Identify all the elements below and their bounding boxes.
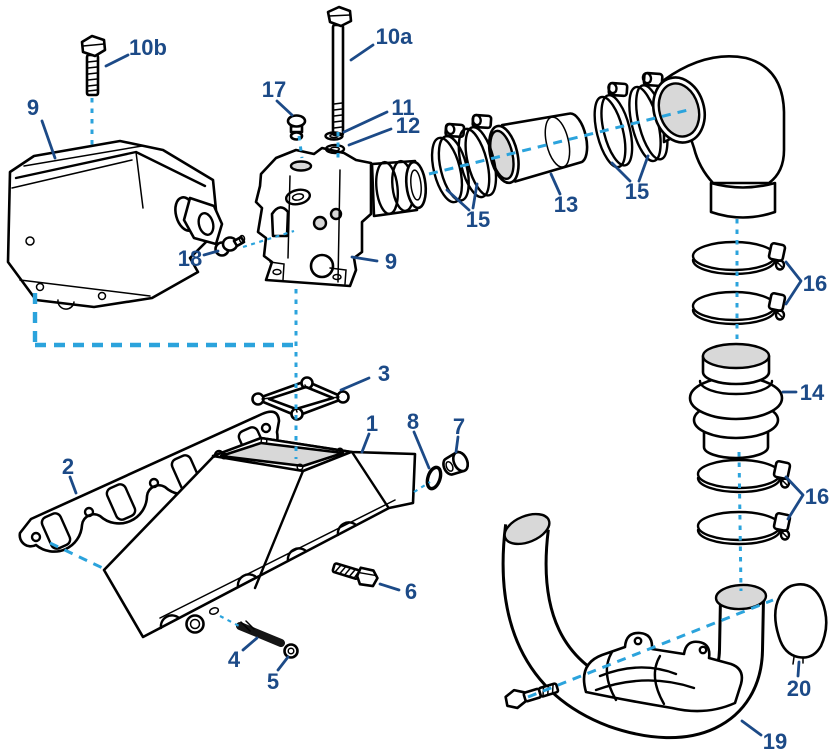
callout-label: 16	[805, 484, 829, 509]
callout-label: 2	[62, 454, 74, 479]
callout-18: 18	[178, 246, 220, 271]
callout-label: 19	[763, 729, 787, 753]
callout-16-upper: 16	[784, 260, 827, 306]
callout-8: 8	[407, 409, 431, 470]
part-10b-bolt	[80, 34, 107, 97]
callout-label: 18	[178, 246, 202, 271]
callout-14: 14	[781, 380, 825, 405]
part-10a-bolt	[326, 5, 353, 137]
callout-4: 4	[228, 636, 259, 672]
callout-1: 1	[360, 411, 378, 454]
callout-label: 8	[407, 409, 419, 434]
part-5-nut	[283, 643, 299, 659]
callout-3: 3	[339, 361, 390, 392]
exhaust-elbow-pipe	[652, 55, 786, 219]
callout-6: 6	[378, 579, 417, 604]
centerline-hose-axis	[428, 108, 689, 176]
callout-10a: 10a	[349, 24, 413, 62]
callout-label: 5	[267, 669, 279, 694]
centerline-stud-4	[219, 615, 240, 627]
callout-label: 15	[466, 207, 490, 232]
part-19-exhaust-pipe	[501, 512, 768, 740]
part-6-bolt	[331, 562, 379, 588]
centerline-fitting-17	[297, 135, 304, 159]
centerline-flange-bolt	[527, 598, 774, 699]
callout-5: 5	[267, 655, 290, 694]
callout-7: 7	[453, 414, 465, 454]
part-14-exhaust-bellows	[688, 342, 784, 460]
callout-label: 14	[800, 380, 825, 405]
callout-16-lower: 16	[784, 475, 829, 521]
callout-19: 19	[740, 719, 787, 753]
callout-label: 1	[366, 411, 378, 436]
part-13-exhaust-hose	[487, 112, 589, 185]
callout-2: 2	[62, 454, 78, 495]
callout-10b: 10b	[104, 35, 167, 68]
part-9-center-riser-casting	[254, 146, 428, 288]
centerline-bellows-pipe	[737, 451, 743, 592]
callout-label: 10a	[376, 24, 413, 49]
part-16-hose-clamp	[691, 240, 787, 276]
part-15-hose-clamp	[593, 81, 634, 169]
callout-label: 6	[405, 579, 417, 604]
part-1-exhaust-manifold	[102, 436, 417, 639]
callout-label: 15	[625, 179, 649, 204]
callout-label: 4	[228, 647, 241, 672]
centerline-fitting-18	[242, 229, 295, 249]
callout-20: 20	[787, 660, 811, 701]
part-8-o-ring	[425, 465, 443, 491]
part-16-hose-clamp	[696, 458, 792, 494]
part-17-fitting	[286, 114, 307, 141]
callout-9-left: 9	[27, 95, 57, 160]
part-7-plug	[442, 450, 469, 476]
callout-label: 12	[396, 113, 420, 138]
part-4-stud	[236, 620, 285, 647]
centerline-plug-7	[413, 481, 431, 493]
callout-label: 7	[453, 414, 465, 439]
callout-label: 9	[27, 95, 39, 120]
callout-11: 11	[342, 95, 415, 134]
part-18-fitting	[214, 234, 246, 257]
callout-label: 9	[385, 249, 397, 274]
part-12-flat-washer	[324, 143, 346, 155]
part-16-hose-clamp	[696, 510, 792, 546]
callout-15-left: 15	[445, 182, 490, 232]
callout-label: 17	[262, 77, 286, 102]
callout-17: 17	[262, 77, 294, 117]
callout-12: 12	[347, 113, 420, 147]
callout-label: 20	[787, 676, 811, 701]
callout-15-right: 15	[610, 154, 650, 204]
callout-label: 11	[391, 95, 414, 120]
callout-9-center: 9	[350, 249, 397, 274]
part-9-left-elbow-casting	[6, 139, 224, 310]
callout-label: 13	[554, 192, 578, 217]
callout-label: 10b	[129, 35, 167, 60]
callout-label: 16	[803, 271, 827, 296]
callout-13: 13	[549, 172, 578, 217]
part-3-riser-gasket	[251, 376, 350, 421]
part-16-hose-clamp	[691, 290, 787, 326]
callout-label: 3	[378, 361, 390, 386]
part-20-exhaust-flapper	[773, 583, 828, 665]
